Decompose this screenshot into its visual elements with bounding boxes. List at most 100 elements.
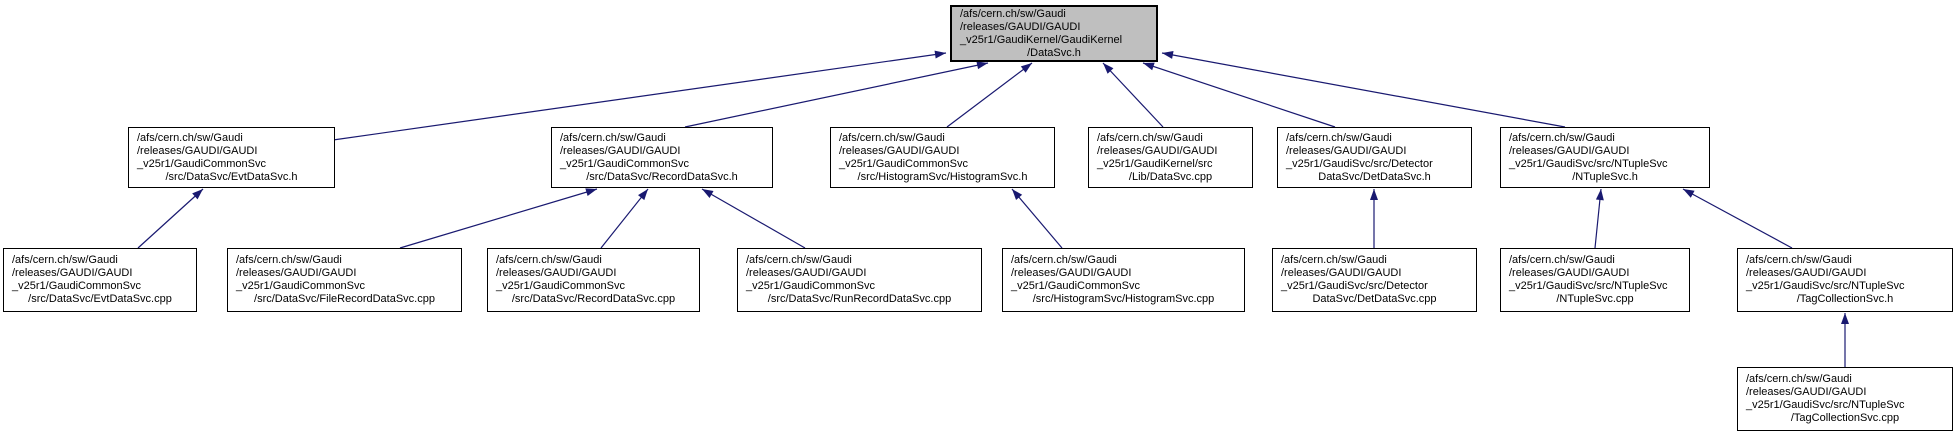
graph-node-detdatasvc-h[interactable]: /afs/cern.ch/sw/Gaudi/releases/GAUDI/GAU… [1277,127,1472,188]
edge-recorddatasvc-h-to-datasvc-h-root [684,61,989,128]
arrowhead-icon [638,189,648,201]
node-label-line: _v25r1/GaudiSvc/src/NTupleSvc [1746,399,1905,411]
node-label-line: /releases/GAUDI/GAUDI [1011,267,1132,279]
node-label-line: _v25r1/GaudiCommonSvc [137,157,267,170]
arrowhead-icon [192,189,203,200]
arrowhead-icon [976,61,988,70]
graph-node-ntuplesvc-h[interactable]: /afs/cern.ch/sw/Gaudi/releases/GAUDI/GAU… [1500,127,1710,188]
node-label-line: /src/DataSvc/EvtDataSvc.h [165,170,298,183]
edge-tagcollectionsvc-cpp-to-tagcollectionsvc-h [1841,313,1849,367]
node-label-line: _v25r1/GaudiCommonSvc [236,280,366,292]
edge-histogramsvc-h-to-datasvc-h-root [946,62,1033,128]
node-label-line: /releases/GAUDI/GAUDI [1509,267,1630,279]
graph-node-recorddatasvc-cpp[interactable]: /afs/cern.ch/sw/Gaudi/releases/GAUDI/GAU… [487,248,700,312]
arrowhead-icon [1370,189,1378,200]
edge-histogramsvc-cpp-to-histogramsvc-h [1011,188,1063,249]
node-label-line: /afs/cern.ch/sw/Gaudi [839,131,945,144]
node-label-line: /releases/GAUDI/GAUDI [1746,267,1867,279]
node-label-line: /releases/GAUDI/GAUDI [746,267,867,279]
node-label-line: /releases/GAUDI/GAUDI [137,144,258,157]
arrowhead-icon [585,188,597,196]
node-label-line: /releases/GAUDI/GAUDI [560,144,681,157]
node-label-line: /afs/cern.ch/sw/Gaudi [496,254,602,266]
node-label-line: /NTupleSvc.cpp [1556,293,1634,305]
edge-ntuplesvc-cpp-to-ntuplesvc-h [1594,188,1604,249]
graph-node-histogramsvc-cpp[interactable]: /afs/cern.ch/sw/Gaudi/releases/GAUDI/GAU… [1002,248,1245,312]
arrowhead-icon [1143,62,1155,71]
node-label-line: /releases/GAUDI/GAUDI [839,144,960,157]
graph-node-evtdatasvc-h[interactable]: /afs/cern.ch/sw/Gaudi/releases/GAUDI/GAU… [128,127,335,188]
node-label-line: /afs/cern.ch/sw/Gaudi [137,131,243,144]
arrowhead-icon [702,189,714,198]
node-label-line: /afs/cern.ch/sw/Gaudi [960,7,1066,20]
node-label-line: /releases/GAUDI/GAUDI [236,267,357,279]
arrowhead-icon [1103,63,1114,74]
arrowhead-icon [1683,189,1695,198]
graph-node-datasvc-h-root: /afs/cern.ch/sw/Gaudi/releases/GAUDI/GAU… [950,5,1158,62]
node-label-line: /afs/cern.ch/sw/Gaudi [1746,373,1852,385]
node-label-line: /afs/cern.ch/sw/Gaudi [1509,131,1615,144]
node-label-line: /TagCollectionSvc.h [1796,293,1894,305]
node-label-line: /afs/cern.ch/sw/Gaudi [1509,254,1615,266]
node-label-line: /releases/GAUDI/GAUDI [12,267,133,279]
node-label-line: /afs/cern.ch/sw/Gaudi [1097,131,1203,144]
node-label-line: _v25r1/GaudiSvc/src/Detector [1281,280,1428,292]
graph-node-tagcollectionsvc-h[interactable]: /afs/cern.ch/sw/Gaudi/releases/GAUDI/GAU… [1737,248,1953,312]
edge-detdatasvc-cpp-to-detdatasvc-h [1370,189,1378,248]
node-label-line: _v25r1/GaudiKernel/GaudiKernel [960,33,1123,46]
edge-ntuplesvc-h-to-datasvc-h-root [1161,51,1566,128]
node-label-line: _v25r1/GaudiCommonSvc [12,280,142,292]
edge-recorddatasvc-cpp-to-recorddatasvc-h [600,188,649,249]
node-label-line: _v25r1/GaudiCommonSvc [496,280,626,292]
edge-detdatasvc-h-to-datasvc-h-root [1142,62,1336,128]
arrowhead-icon [1162,51,1174,59]
graph-node-recorddatasvc-h[interactable]: /afs/cern.ch/sw/Gaudi/releases/GAUDI/GAU… [551,127,773,188]
node-label-line: /afs/cern.ch/sw/Gaudi [746,254,852,266]
graph-node-tagcollectionsvc-cpp[interactable]: /afs/cern.ch/sw/Gaudi/releases/GAUDI/GAU… [1737,367,1953,431]
node-label-line: /afs/cern.ch/sw/Gaudi [1286,131,1392,144]
graph-node-datasvc-cpp[interactable]: /afs/cern.ch/sw/Gaudi/releases/GAUDI/GAU… [1088,127,1253,188]
node-label-line: /src/DataSvc/RecordDataSvc.h [586,170,738,183]
arrowhead-icon [1012,189,1023,200]
node-label-line: _v25r1/GaudiCommonSvc [1011,280,1141,292]
graph-node-evtdatasvc-cpp[interactable]: /afs/cern.ch/sw/Gaudi/releases/GAUDI/GAU… [3,248,197,312]
node-label-line: /afs/cern.ch/sw/Gaudi [560,131,666,144]
graph-node-filerecorddatasvc-cpp[interactable]: /afs/cern.ch/sw/Gaudi/releases/GAUDI/GAU… [227,248,462,312]
node-label-line: DataSvc/DetDataSvc.h [1318,170,1431,183]
node-label-line: /src/HistogramSvc/HistogramSvc.h [857,170,1028,183]
node-label-line: _v25r1/GaudiSvc/src/NTupleSvc [1509,157,1668,170]
graph-node-runrecorddatasvc-cpp[interactable]: /afs/cern.ch/sw/Gaudi/releases/GAUDI/GAU… [737,248,982,312]
edge-tagcollectionsvc-h-to-ntuplesvc-h [1682,188,1793,249]
node-label-line: /src/DataSvc/EvtDataSvc.cpp [28,293,172,305]
edge-datasvc-cpp-to-datasvc-h-root [1102,62,1164,128]
node-label-line: _v25r1/GaudiCommonSvc [839,157,969,170]
graph-node-detdatasvc-cpp[interactable]: /afs/cern.ch/sw/Gaudi/releases/GAUDI/GAU… [1272,248,1477,312]
graph-node-histogramsvc-h[interactable]: /afs/cern.ch/sw/Gaudi/releases/GAUDI/GAU… [830,127,1055,188]
node-label-line: /afs/cern.ch/sw/Gaudi [1011,254,1117,266]
node-label-line: /afs/cern.ch/sw/Gaudi [1281,254,1387,266]
arrowhead-icon [1841,313,1849,324]
node-label-line: /releases/GAUDI/GAUDI [1286,144,1407,157]
node-label-line: /TagCollectionSvc.cpp [1790,412,1900,424]
edge-runrecorddatasvc-cpp-to-recorddatasvc-h [701,188,806,249]
node-label-line: /afs/cern.ch/sw/Gaudi [1746,254,1852,266]
graph-node-ntuplesvc-cpp[interactable]: /afs/cern.ch/sw/Gaudi/releases/GAUDI/GAU… [1500,248,1690,312]
node-label-line: DataSvc/DetDataSvc.cpp [1312,293,1437,305]
edge-evtdatasvc-cpp-to-evtdatasvc-h [137,188,204,249]
edge-filerecorddatasvc-cpp-to-recorddatasvc-h [399,188,598,249]
node-label-line: _v25r1/GaudiSvc/src/Detector [1286,157,1433,170]
node-label-line: _v25r1/GaudiKernel/src [1097,157,1213,170]
node-label-line: /releases/GAUDI/GAUDI [496,267,617,279]
node-label-line: /src/DataSvc/RecordDataSvc.cpp [511,293,676,305]
node-label-line: /src/HistogramSvc/HistogramSvc.cpp [1032,293,1215,305]
node-label-line: /releases/GAUDI/GAUDI [1746,386,1867,398]
node-label-line: /afs/cern.ch/sw/Gaudi [12,254,118,266]
node-label-line: /releases/GAUDI/GAUDI [1281,267,1402,279]
node-label-line: _v25r1/GaudiCommonSvc [560,157,690,170]
arrowhead-icon [1020,63,1032,73]
arrowhead-icon [934,50,946,59]
node-label-line: /src/DataSvc/FileRecordDataSvc.cpp [254,293,435,305]
node-label-line: /DataSvc.h [1027,46,1081,59]
